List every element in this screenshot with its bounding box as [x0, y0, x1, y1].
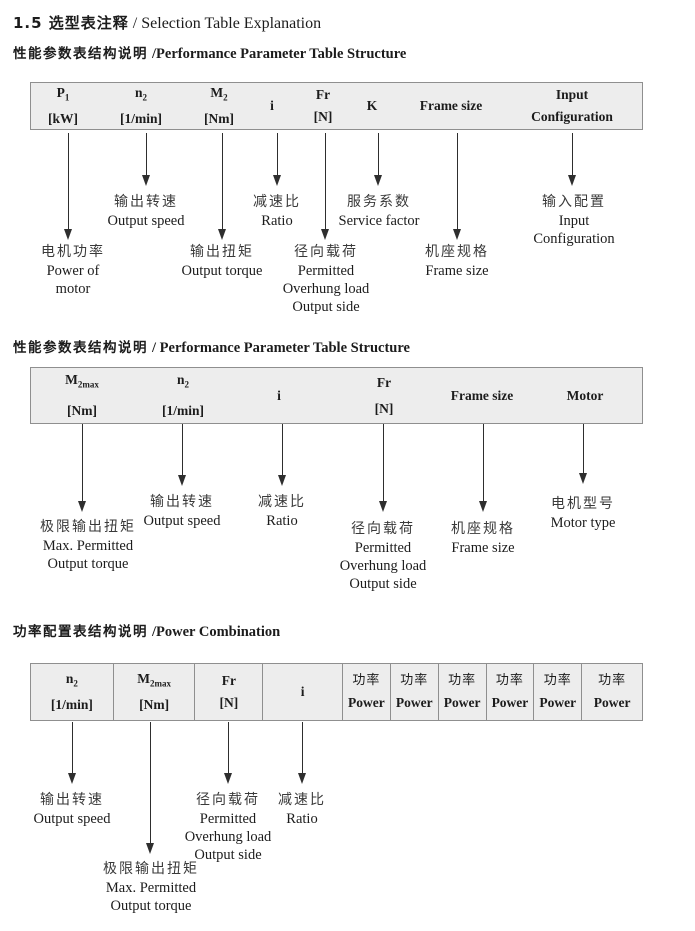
- section3-heading-en: /Power Combination: [152, 624, 281, 640]
- t3-col-m2max: M2max [Nm]: [114, 664, 196, 720]
- t1-col-m2: M2 [Nm]: [204, 84, 234, 127]
- t2-col-n2: n2 [1/min]: [162, 372, 204, 418]
- t1-col-k: K: [366, 98, 378, 113]
- page-title-en: / Selection Table Explanation: [132, 15, 322, 32]
- t2-col-motor: Motor: [566, 387, 604, 403]
- section2-heading-zh: 性能参数表结构说明: [13, 340, 148, 356]
- t1-col-fr: Fr [N]: [313, 87, 333, 124]
- section3-heading-zh: 功率配置表结构说明: [13, 624, 148, 640]
- t2-col-frame-size: Frame size: [450, 387, 514, 403]
- section2-heading-en: / Performance Parameter Table Structure: [152, 340, 410, 356]
- page-title: 1.5 选型表注释 / Selection Table Explanation: [13, 12, 321, 33]
- t3-col-n2: n2 [1/min]: [31, 664, 114, 720]
- performance-table-1-header: P1 [kW] n2 [1/min] M2 [Nm] i Fr [N] K Fr…: [30, 82, 643, 130]
- t3-col-i: i: [263, 664, 343, 720]
- t1-col-n2: n2 [1/min]: [120, 84, 162, 127]
- t1-col-p1: P1 [kW]: [48, 84, 78, 127]
- t1-col-input-configuration: Input Configuration: [531, 87, 613, 124]
- t1-col-frame-size: Frame size: [419, 98, 483, 113]
- t2-col-fr: Fr [N]: [374, 374, 394, 416]
- section1-heading-en: /Performance Parameter Table Structure: [152, 46, 407, 62]
- t2-col-m2max: M2max [Nm]: [65, 372, 99, 418]
- section3-heading: 功率配置表结构说明 /Power Combination: [13, 620, 280, 641]
- performance-table-2-header: M2max [Nm] n2 [1/min] i Fr [N] Frame siz…: [30, 367, 643, 424]
- t3-col-fr: Fr [N]: [195, 664, 264, 720]
- t2-col-i: i: [277, 387, 281, 403]
- section1-heading-zh: 性能参数表结构说明: [13, 46, 148, 62]
- section1-heading: 性能参数表结构说明 /Performance Parameter Table S…: [13, 42, 406, 63]
- t1-col-i: i: [270, 98, 274, 113]
- section2-heading: 性能参数表结构说明 / Performance Parameter Table …: [13, 336, 410, 357]
- page-title-zh: 1.5 选型表注释: [13, 14, 129, 32]
